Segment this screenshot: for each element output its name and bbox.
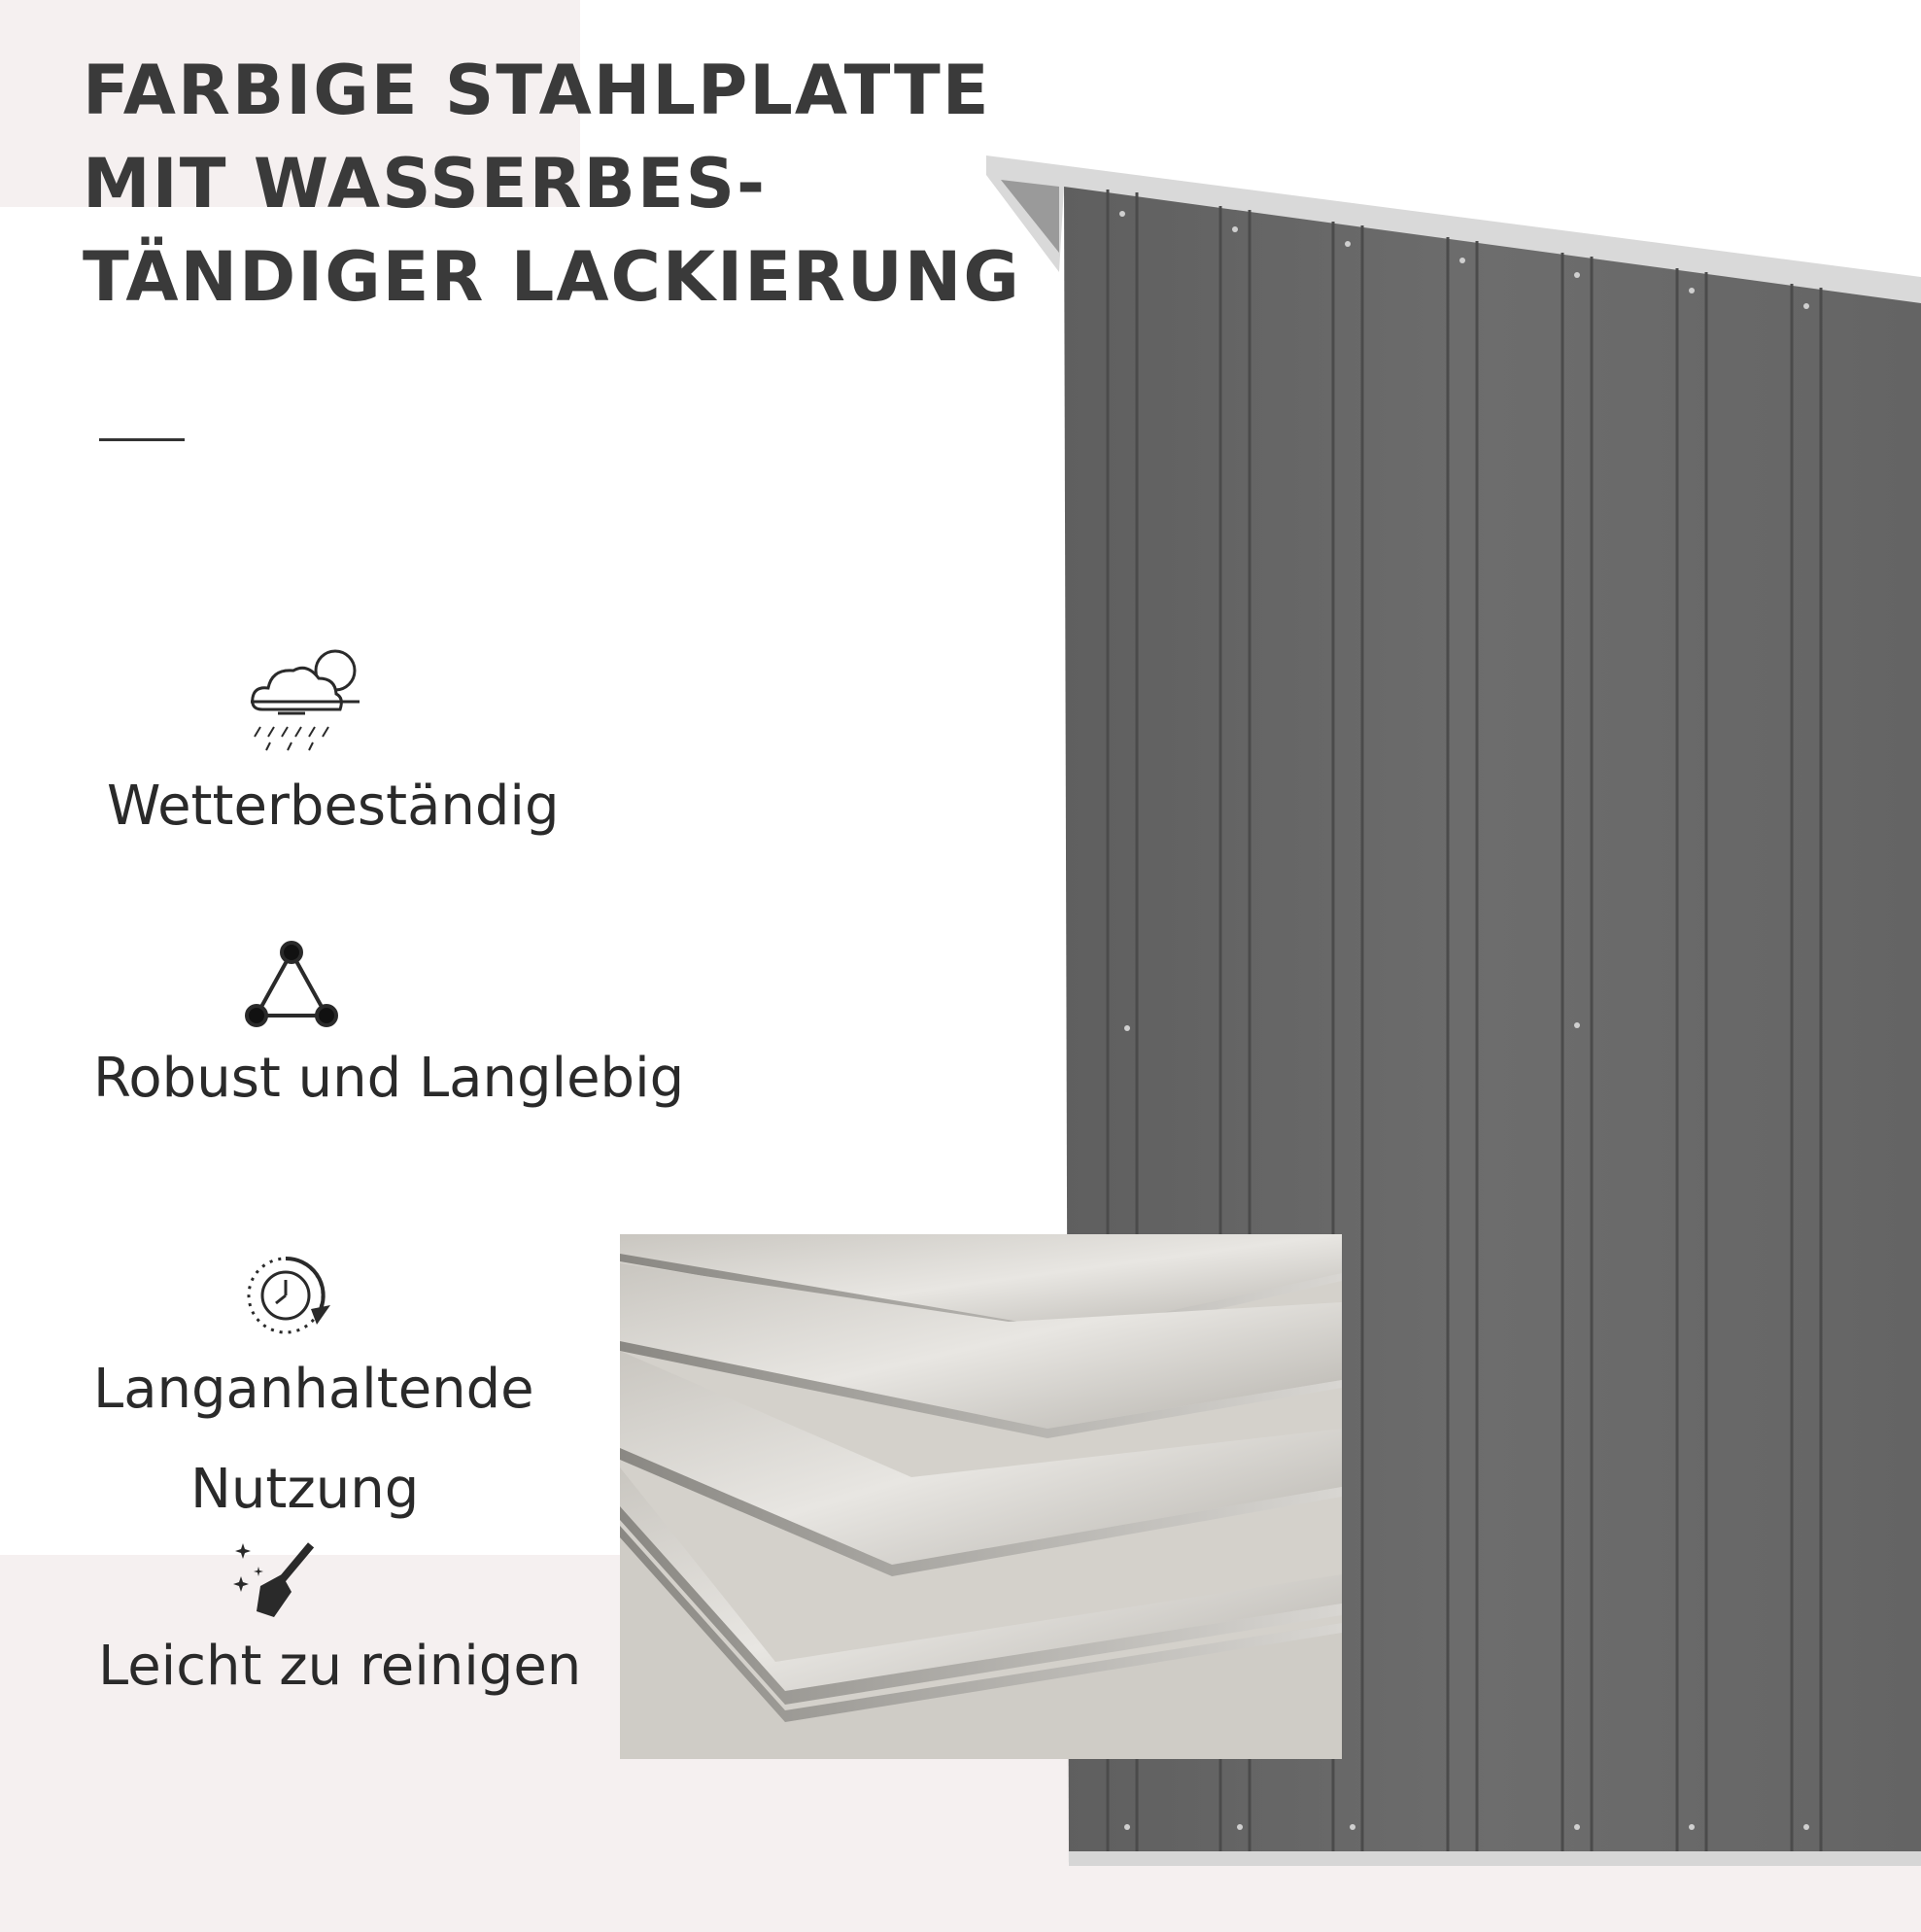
headline: FARBIGE STAHLPLATTE MIT WASSERBES- TÄNDI…	[83, 44, 1021, 324]
feature-label-durable-line-1: Langanhaltende	[93, 1358, 534, 1421]
headline-line-1: FARBIGE STAHLPLATTE	[83, 51, 991, 130]
clock-cycle-icon	[243, 1249, 340, 1341]
headline-line-3: TÄNDIGER LACKIERUNG	[83, 237, 1021, 317]
broom-icon	[231, 1537, 338, 1625]
steel-plates-image	[620, 1234, 1342, 1759]
divider-dash	[99, 438, 185, 441]
feature-label-clean: Leicht zu reinigen	[98, 1635, 582, 1698]
feature-label-weather: Wetterbeständig	[107, 775, 560, 838]
feature-label-robust: Robust und Langlebig	[93, 1047, 685, 1110]
feature-label-durable-line-2: Nutzung	[190, 1458, 420, 1521]
weather-icon	[243, 641, 369, 758]
background-panel-top	[0, 0, 580, 207]
headline-line-2: MIT WASSERBES-	[83, 144, 768, 224]
triangle-icon	[243, 938, 340, 1030]
